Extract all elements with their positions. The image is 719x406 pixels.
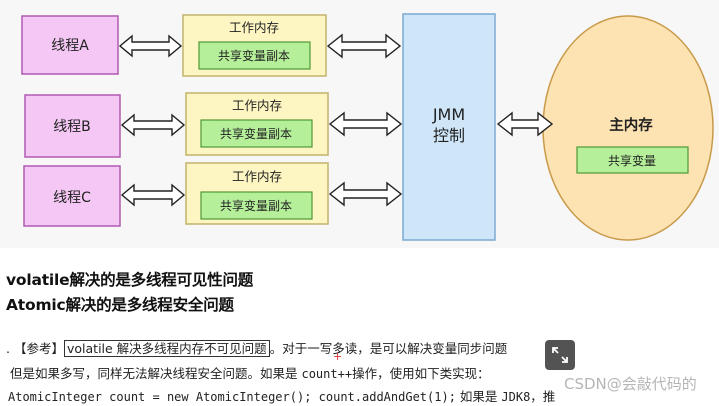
arrow-b-to-work-memory bbox=[120, 113, 186, 137]
arrow-work-b-to-jmm bbox=[328, 111, 403, 137]
jmm-diagram: 线程A 工作内存 共享变量副本 线程B 工作内存 共享变量副本 线程C 工作内存… bbox=[21, 13, 714, 241]
fullscreen-arrows-icon bbox=[552, 347, 568, 363]
reference-label: 【参考】 bbox=[13, 341, 64, 356]
shared-copy-c-label: 共享变量副本 bbox=[220, 198, 292, 213]
shared-copy-a-box bbox=[198, 41, 311, 70]
work-memory-a-label: 工作内存 bbox=[229, 20, 279, 35]
work-memory-b-label: 工作内存 bbox=[232, 98, 282, 113]
arrow-work-a-to-jmm bbox=[326, 33, 402, 59]
shared-variable-box bbox=[576, 146, 689, 174]
note-line-3-b: 如果是 bbox=[455, 389, 502, 404]
thread-c-box bbox=[23, 165, 121, 227]
note-line-1-rest: 。对于一写多读，是可以解决变量同步问题 bbox=[269, 341, 508, 356]
note-line-3-c: ，推 bbox=[530, 389, 556, 404]
jdk8-code: JDK8 bbox=[501, 390, 531, 404]
shared-copy-b-box bbox=[200, 119, 313, 148]
note-line-2-a: 但是如果多写，同样无法解决线程安全问题。如果是 bbox=[10, 366, 302, 381]
highlighted-volatile-text: volatile 解决多线程内存不可见问题 bbox=[63, 340, 270, 357]
note-line-2-b: 操作，使用如下类实现： bbox=[352, 366, 490, 381]
work-memory-c-label: 工作内存 bbox=[232, 169, 282, 184]
thread-b-label: 线程B bbox=[53, 119, 91, 135]
heading-atomic: Atomic解决的是多线程安全问题 bbox=[6, 296, 234, 314]
expand-icon[interactable] bbox=[545, 340, 575, 370]
thread-a-label: 线程A bbox=[51, 38, 89, 54]
shared-copy-b-label: 共享变量副本 bbox=[220, 126, 292, 141]
bullet: . bbox=[6, 341, 10, 356]
arrow-a-to-work-memory bbox=[118, 34, 183, 58]
count-increment-code: count++ bbox=[301, 367, 353, 381]
jmm-label: JMM bbox=[432, 105, 465, 124]
reference-note-line-2: 但是如果多写，同样无法解决线程安全问题。如果是 count++操作，使用如下类实… bbox=[10, 363, 490, 382]
arrow-work-c-to-jmm bbox=[328, 181, 403, 207]
shared-variable-label: 共享变量 bbox=[608, 153, 656, 168]
heading-volatile: volatile解决的是多线程可见性问题 bbox=[6, 271, 254, 289]
atomic-integer-code: AtomicInteger count = new AtomicInteger(… bbox=[8, 390, 456, 404]
reference-note-line-3: AtomicInteger count = new AtomicInteger(… bbox=[8, 386, 555, 405]
main-memory-title: 主内存 bbox=[609, 116, 653, 134]
jmm-control-label: 控制 bbox=[433, 126, 465, 145]
shared-copy-c-box bbox=[200, 191, 313, 220]
arrow-c-to-work-memory bbox=[120, 183, 186, 207]
thread-a-box bbox=[21, 15, 119, 75]
watermark: CSDN@会敲代码的 bbox=[564, 375, 697, 393]
jmm-control-box bbox=[402, 13, 496, 241]
shared-copy-a-label: 共享变量副本 bbox=[218, 48, 290, 63]
cursor-marker-icon: + bbox=[333, 350, 343, 363]
reference-note-line-1: . 【参考】volatile 解决多线程内存不可见问题。对于一写多读，是可以解决… bbox=[6, 338, 507, 357]
thread-b-box bbox=[24, 94, 121, 158]
thread-c-label: 线程C bbox=[53, 190, 91, 206]
arrow-jmm-to-main-memory bbox=[496, 111, 554, 137]
